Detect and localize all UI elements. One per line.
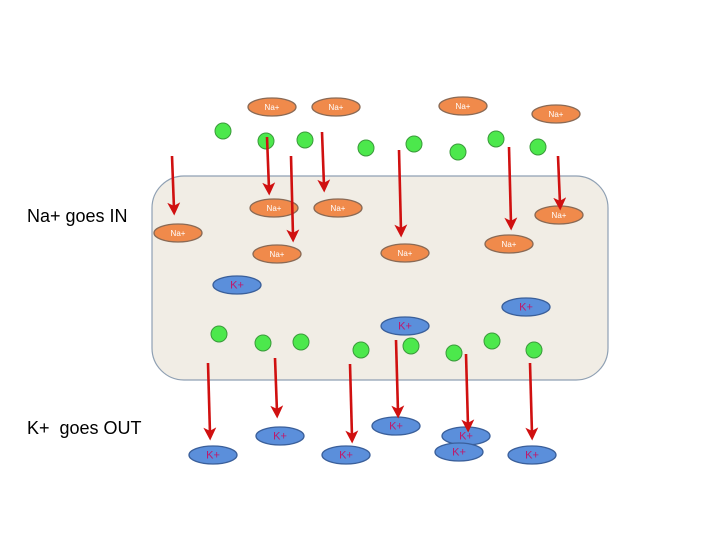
particle: [214, 122, 232, 140]
particle: [449, 143, 467, 161]
sodium-ion: Na+: [484, 234, 534, 254]
potassium-ion: K+: [188, 445, 238, 465]
potassium-ion: K+: [371, 416, 421, 436]
potassium-ion: K+: [380, 316, 430, 336]
particle: [210, 325, 228, 343]
particle: [445, 344, 463, 362]
sodium-ion-label: Na+: [329, 103, 344, 112]
potassium-ion-label: K+: [230, 280, 244, 292]
sodium-in-arrow: [553, 155, 567, 211]
particle: [529, 138, 547, 156]
particle: [352, 341, 370, 359]
potassium-ion: K+: [501, 297, 551, 317]
potassium-out-arrow: [461, 353, 475, 433]
sodium-ion-label: Na+: [267, 204, 282, 213]
sodium-ion: Na+: [380, 243, 430, 263]
particle: [357, 139, 375, 157]
potassium-out-arrow: [203, 362, 217, 441]
potassium-ion: K+: [321, 445, 371, 465]
potassium-out-arrow: [270, 357, 284, 419]
potassium-out-arrow: [525, 362, 539, 441]
potassium-out-arrow: [391, 339, 405, 419]
potassium-ion: K+: [507, 445, 557, 465]
particle: [254, 334, 272, 352]
sodium-ion: Na+: [438, 96, 488, 116]
sodium-ion-label: Na+: [270, 250, 285, 259]
sodium-in-arrow: [167, 155, 181, 216]
caption-na-goes-in: Na+ goes IN: [27, 206, 128, 226]
sodium-ion-label: Na+: [456, 102, 471, 111]
particle: [292, 333, 310, 351]
sodium-ion: Na+: [534, 205, 584, 225]
potassium-out-arrow: [345, 363, 359, 444]
particle: [525, 341, 543, 359]
sodium-ion-label: Na+: [265, 103, 280, 112]
sodium-ion-label: Na+: [331, 204, 346, 213]
potassium-ion-label: K+: [206, 450, 220, 462]
potassium-ion: K+: [434, 442, 484, 462]
sodium-ion-label: Na+: [171, 229, 186, 238]
sodium-in-arrow: [286, 155, 300, 243]
particle: [405, 135, 423, 153]
potassium-ion: K+: [255, 426, 305, 446]
sodium-in-arrow: [504, 146, 518, 231]
particle: [296, 131, 314, 149]
potassium-ion-label: K+: [525, 450, 539, 462]
sodium-ion-label: Na+: [398, 249, 413, 258]
sodium-ion: Na+: [313, 198, 363, 218]
sodium-ion: Na+: [252, 244, 302, 264]
potassium-ion: K+: [212, 275, 262, 295]
sodium-ion: Na+: [153, 223, 203, 243]
particle: [402, 337, 420, 355]
potassium-ion-label: K+: [398, 321, 412, 333]
potassium-ion-label: K+: [459, 431, 473, 443]
potassium-ion-label: K+: [339, 450, 353, 462]
sodium-ion: Na+: [249, 198, 299, 218]
caption-k-goes-out: K+ goes OUT: [27, 418, 142, 438]
cell-membrane: [151, 175, 609, 381]
potassium-ion-label: K+: [273, 431, 287, 443]
sodium-in-arrow: [317, 131, 331, 193]
sodium-in-arrow: [394, 149, 408, 238]
sodium-ion: Na+: [247, 97, 297, 117]
particle: [487, 130, 505, 148]
sodium-ion: Na+: [311, 97, 361, 117]
potassium-ion-label: K+: [452, 447, 466, 459]
particle: [483, 332, 501, 350]
potassium-ion: K+: [441, 426, 491, 446]
sodium-ion-label: Na+: [502, 240, 517, 249]
sodium-ion-label: Na+: [552, 211, 567, 220]
sodium-ion: Na+: [531, 104, 581, 124]
sodium-ion-label: Na+: [549, 110, 564, 119]
sodium-in-arrow: [262, 136, 276, 196]
potassium-ion-label: K+: [389, 421, 403, 433]
potassium-ion-label: K+: [519, 302, 533, 314]
